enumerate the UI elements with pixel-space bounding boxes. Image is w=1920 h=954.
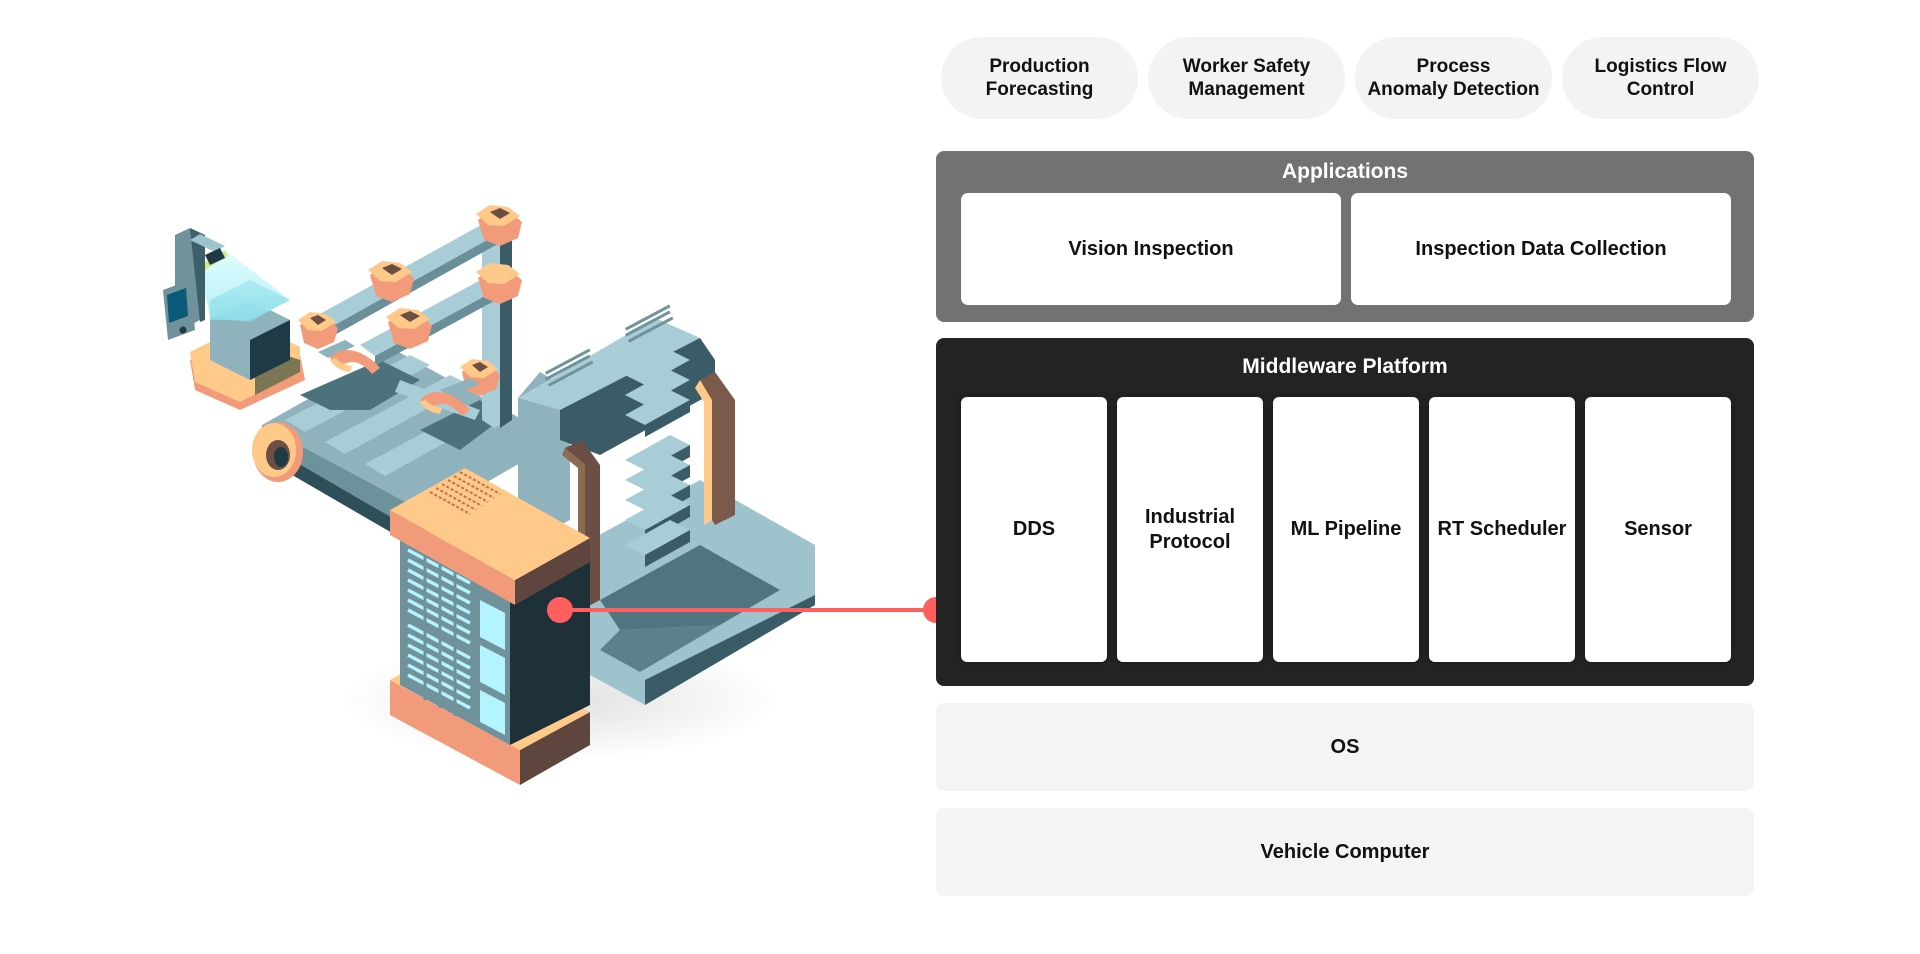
lid-vent	[429, 471, 501, 515]
middleware-title: Middleware Platform	[1242, 355, 1448, 378]
hex-joint-low	[460, 359, 500, 396]
gripper-left	[318, 340, 380, 374]
os-label: OS	[1330, 735, 1360, 758]
hex-joint-left	[298, 312, 338, 349]
server-stack	[625, 350, 690, 567]
pill-line: Management	[1188, 79, 1305, 100]
mw-label: ML Pipeline	[1290, 518, 1402, 540]
middleware-dds: DDS	[961, 397, 1107, 662]
app-inspection-data-collection: Inspection Data Collection	[1351, 193, 1731, 305]
vehicle-computer-layer: Vehicle Computer	[936, 808, 1754, 896]
cabinet-windows	[480, 600, 505, 735]
gripper-right	[420, 378, 480, 416]
os-layer: OS	[936, 703, 1754, 791]
pill-line: Production	[989, 56, 1090, 77]
scanner-arch	[518, 304, 735, 608]
middleware-sensor: Sensor	[1585, 397, 1731, 662]
app-label: Inspection Data Collection	[1415, 237, 1667, 260]
mw-label: Industrial	[1144, 505, 1235, 528]
mw-label: RT Scheduler	[1437, 518, 1567, 540]
pill-line: Worker Safety	[1182, 56, 1311, 77]
robot-arm	[298, 205, 522, 428]
app-label: Vision Inspection	[1068, 237, 1234, 260]
scan-beam	[200, 250, 290, 322]
pill-line: Anomaly Detection	[1367, 79, 1540, 100]
mw-label: Protocol	[1149, 530, 1231, 553]
control-cabinet	[390, 468, 590, 785]
app-vision-inspection: Vision Inspection	[961, 193, 1341, 305]
inspection-station	[163, 228, 305, 410]
applications-layer: Applications Vision Inspection Inspectio…	[936, 151, 1754, 322]
vehicle-computer-label: Vehicle Computer	[1260, 840, 1430, 863]
pill-line: Control	[1626, 79, 1695, 100]
pill-line: Process	[1416, 56, 1491, 77]
middleware-rt-scheduler: RT Scheduler	[1429, 397, 1575, 662]
hex-joint-upper-left	[368, 261, 414, 302]
middleware-ml-pipeline: ML Pipeline	[1273, 397, 1419, 662]
pill-line: Forecasting	[985, 79, 1094, 100]
hex-joint-mid	[386, 308, 432, 349]
pill-line: Logistics Flow	[1594, 56, 1727, 77]
hex-joint-mid-right	[476, 263, 522, 304]
applications-title: Applications	[1281, 160, 1408, 183]
mw-label: Sensor	[1624, 518, 1692, 540]
mw-label: DDS	[1012, 518, 1056, 540]
hex-joint-top	[476, 205, 522, 246]
